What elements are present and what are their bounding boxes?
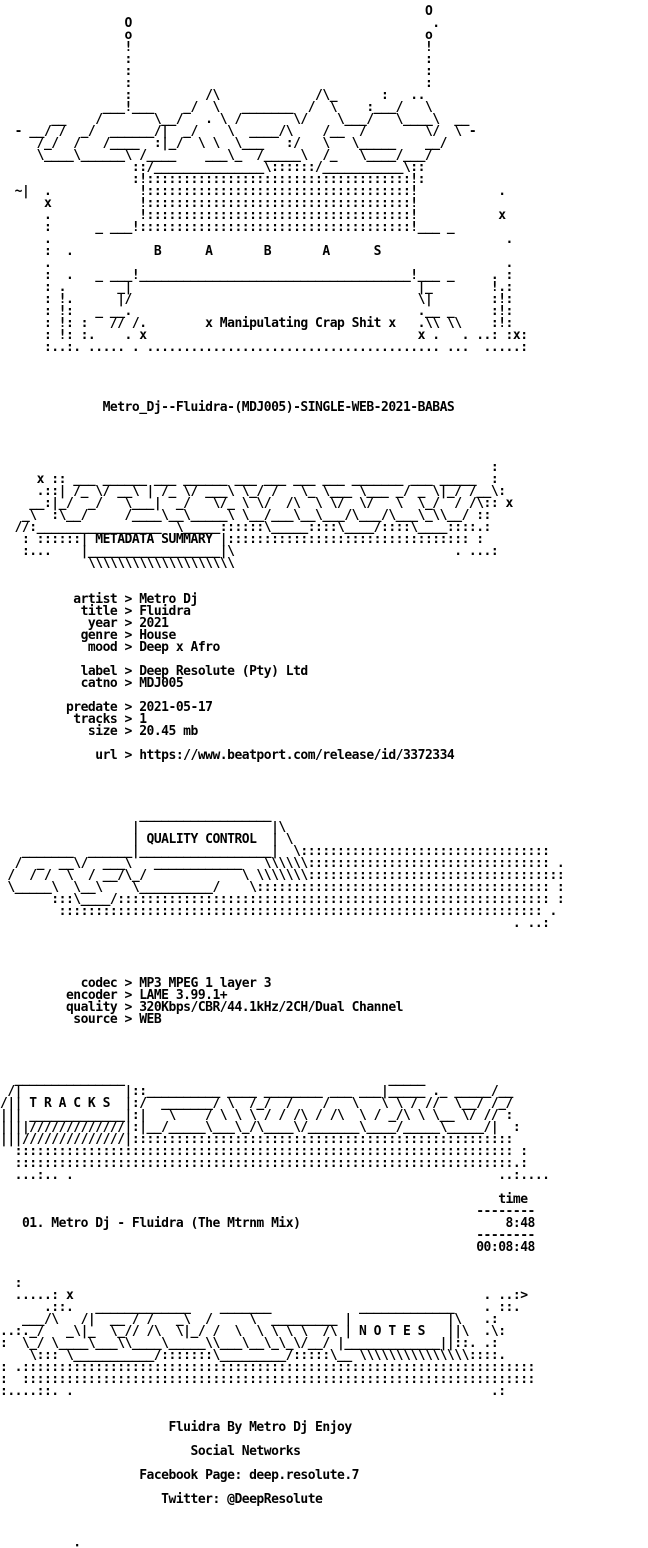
nfo-ascii-art-document: O O . o o ! !	[0, 4, 565, 1548]
